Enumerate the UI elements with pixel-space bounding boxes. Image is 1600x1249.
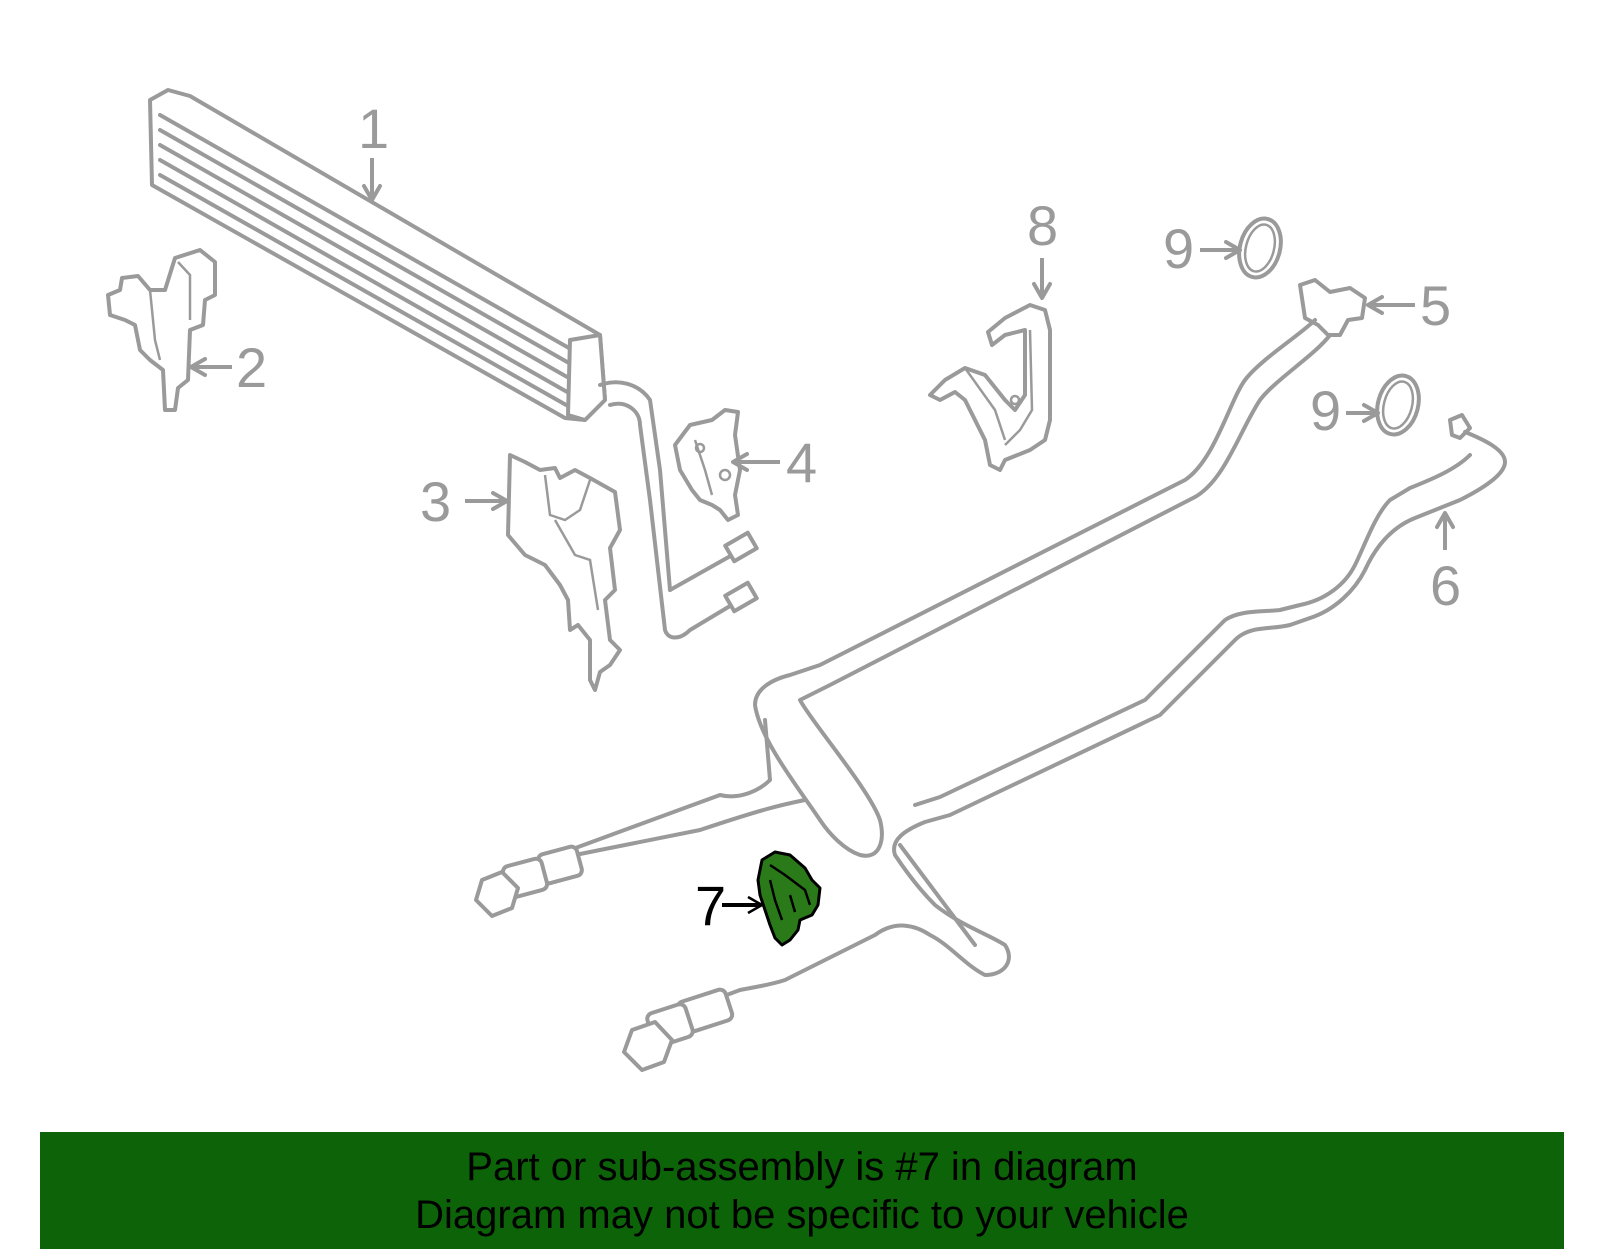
callout-6-label: 6 xyxy=(1430,554,1461,617)
info-banner: Part or sub-assembly is #7 in diagram Di… xyxy=(40,1132,1564,1249)
parts-diagram: 1 2 3 4 5 6 7 8 9 9 xyxy=(106,88,1507,1072)
part-3-bracket[interactable] xyxy=(506,453,622,692)
callout-8: 8 xyxy=(1027,194,1058,300)
callout-2-label: 2 xyxy=(236,336,267,399)
part-2-bracket[interactable] xyxy=(106,248,217,412)
banner-line-1: Part or sub-assembly is #7 in diagram xyxy=(466,1144,1138,1189)
callout-9-upper-label: 9 xyxy=(1163,217,1194,280)
callout-9-lower-label: 9 xyxy=(1310,379,1341,442)
banner-line-2: Diagram may not be specific to your vehi… xyxy=(415,1192,1189,1237)
callout-6: 6 xyxy=(1430,511,1461,617)
callout-5: 5 xyxy=(1366,274,1451,337)
part-4-bracket[interactable] xyxy=(673,408,742,522)
callout-3-label: 3 xyxy=(420,470,451,533)
callout-2: 2 xyxy=(189,336,267,399)
part-1-oil-cooler[interactable] xyxy=(148,88,759,640)
callout-1-label: 1 xyxy=(358,97,389,160)
part-7-clip-highlighted[interactable] xyxy=(756,850,822,947)
callout-5-label: 5 xyxy=(1420,274,1451,337)
callout-1: 1 xyxy=(358,97,389,202)
callout-4: 4 xyxy=(731,431,817,494)
callout-7-label: 7 xyxy=(695,874,726,937)
callout-9-lower: 9 xyxy=(1310,379,1380,442)
part-5-cooler-line-upper[interactable] xyxy=(474,278,1367,918)
callout-3: 3 xyxy=(420,470,509,533)
part-9-o-ring-upper[interactable] xyxy=(1233,214,1287,282)
callout-9-upper: 9 xyxy=(1163,217,1242,280)
callout-8-label: 8 xyxy=(1027,194,1058,257)
callout-7: 7 xyxy=(695,874,765,937)
part-6-cooler-line-lower[interactable] xyxy=(622,413,1507,1072)
callout-4-label: 4 xyxy=(786,431,817,494)
part-9-o-ring-lower[interactable] xyxy=(1371,371,1425,439)
part-8-bracket[interactable] xyxy=(928,303,1052,472)
